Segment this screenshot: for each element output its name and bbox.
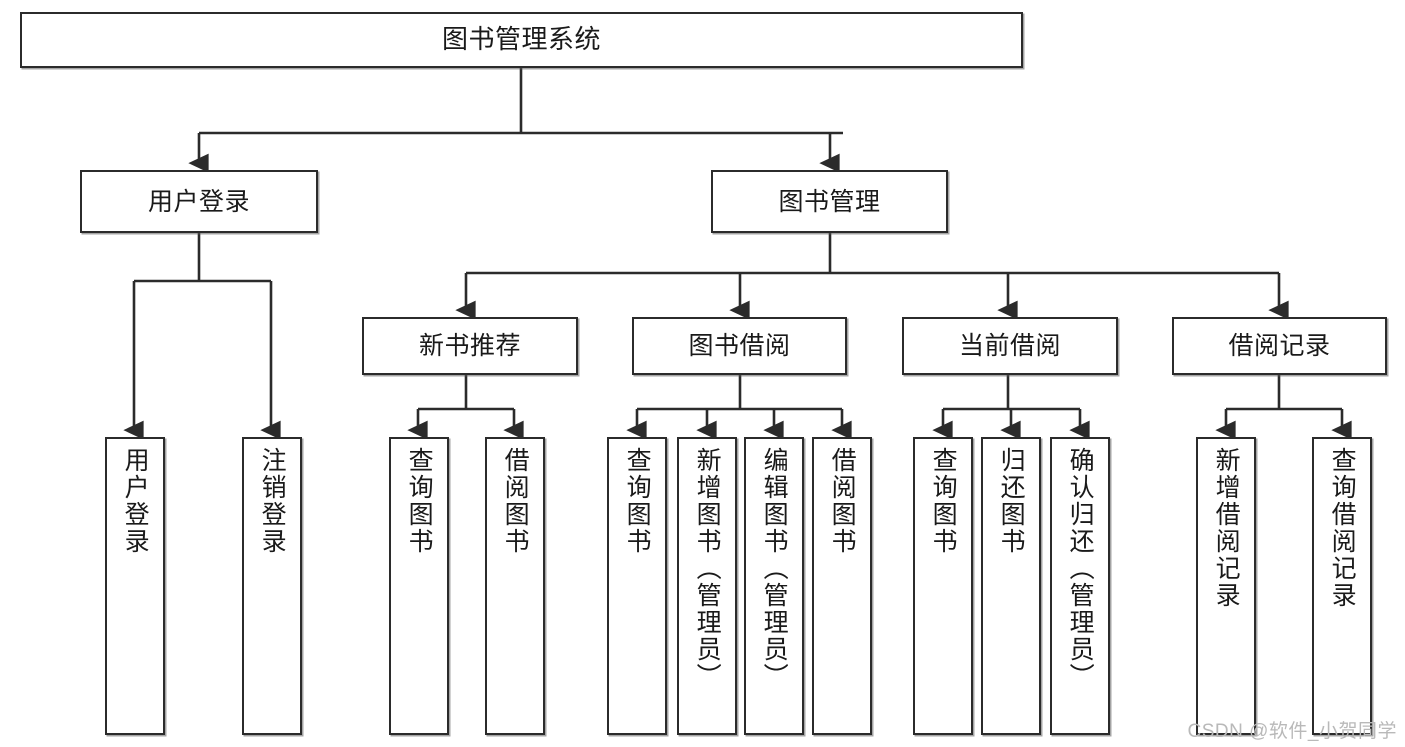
node-current-borrow[interactable]: 当前借阅 [902, 317, 1118, 375]
leaf-user-login[interactable]: 用户登录 [105, 437, 165, 735]
leaf-bb-borrow-book[interactable]: 借阅图书 [812, 437, 872, 735]
leaf-bb-query-book-label: 查询图书 [623, 447, 652, 555]
leaf-user-login-label: 用户登录 [121, 447, 150, 555]
leaf-nb-borrow-book[interactable]: 借阅图书 [485, 437, 545, 735]
leaf-br-query-record-label: 查询借阅记录 [1328, 447, 1357, 609]
node-borrow-record-label: 借阅记录 [1228, 332, 1331, 360]
leaf-br-query-record[interactable]: 查询借阅记录 [1312, 437, 1372, 735]
leaf-cb-return-book[interactable]: 归还图书 [981, 437, 1041, 735]
leaf-cb-return-book-label: 归还图书 [997, 447, 1026, 555]
node-borrow-record[interactable]: 借阅记录 [1172, 317, 1387, 375]
node-book-management-label: 图书管理 [778, 187, 881, 216]
leaf-cb-query-book-label: 查询图书 [929, 447, 958, 555]
leaf-bb-edit-book-admin[interactable]: 编辑图书（管理员） [744, 437, 804, 735]
leaf-bb-add-book-admin-label: 新增图书（管理员） [693, 447, 722, 690]
leaf-bb-edit-book-admin-label: 编辑图书（管理员） [760, 447, 789, 690]
node-book-borrow[interactable]: 图书借阅 [632, 317, 847, 375]
node-root-system-label: 图书管理系统 [441, 24, 601, 55]
leaf-br-add-record-label: 新增借阅记录 [1212, 447, 1241, 609]
node-user-login-label: 用户登录 [147, 187, 250, 216]
leaf-bb-query-book[interactable]: 查询图书 [607, 437, 667, 735]
leaf-nb-query-book-label: 查询图书 [405, 447, 434, 555]
node-new-book-recommend-label: 新书推荐 [418, 332, 521, 360]
node-root-system[interactable]: 图书管理系统 [20, 12, 1023, 68]
node-book-borrow-label: 图书借阅 [688, 332, 791, 360]
node-current-borrow-label: 当前借阅 [958, 332, 1061, 360]
leaf-bb-add-book-admin[interactable]: 新增图书（管理员） [677, 437, 737, 735]
node-user-login[interactable]: 用户登录 [80, 170, 318, 233]
leaf-br-add-record[interactable]: 新增借阅记录 [1196, 437, 1256, 735]
leaf-nb-query-book[interactable]: 查询图书 [389, 437, 449, 735]
leaf-logout[interactable]: 注销登录 [242, 437, 302, 735]
node-book-management[interactable]: 图书管理 [711, 170, 948, 233]
leaf-cb-confirm-return-admin[interactable]: 确认归还（管理员） [1050, 437, 1110, 735]
leaf-cb-query-book[interactable]: 查询图书 [913, 437, 973, 735]
leaf-nb-borrow-book-label: 借阅图书 [501, 447, 530, 555]
leaf-logout-label: 注销登录 [258, 447, 287, 555]
leaf-cb-confirm-return-admin-label: 确认归还（管理员） [1066, 447, 1095, 690]
node-new-book-recommend[interactable]: 新书推荐 [362, 317, 578, 375]
leaf-bb-borrow-book-label: 借阅图书 [828, 447, 857, 555]
csdn-watermark: CSDN @软件_小贺同学 [1187, 721, 1397, 742]
